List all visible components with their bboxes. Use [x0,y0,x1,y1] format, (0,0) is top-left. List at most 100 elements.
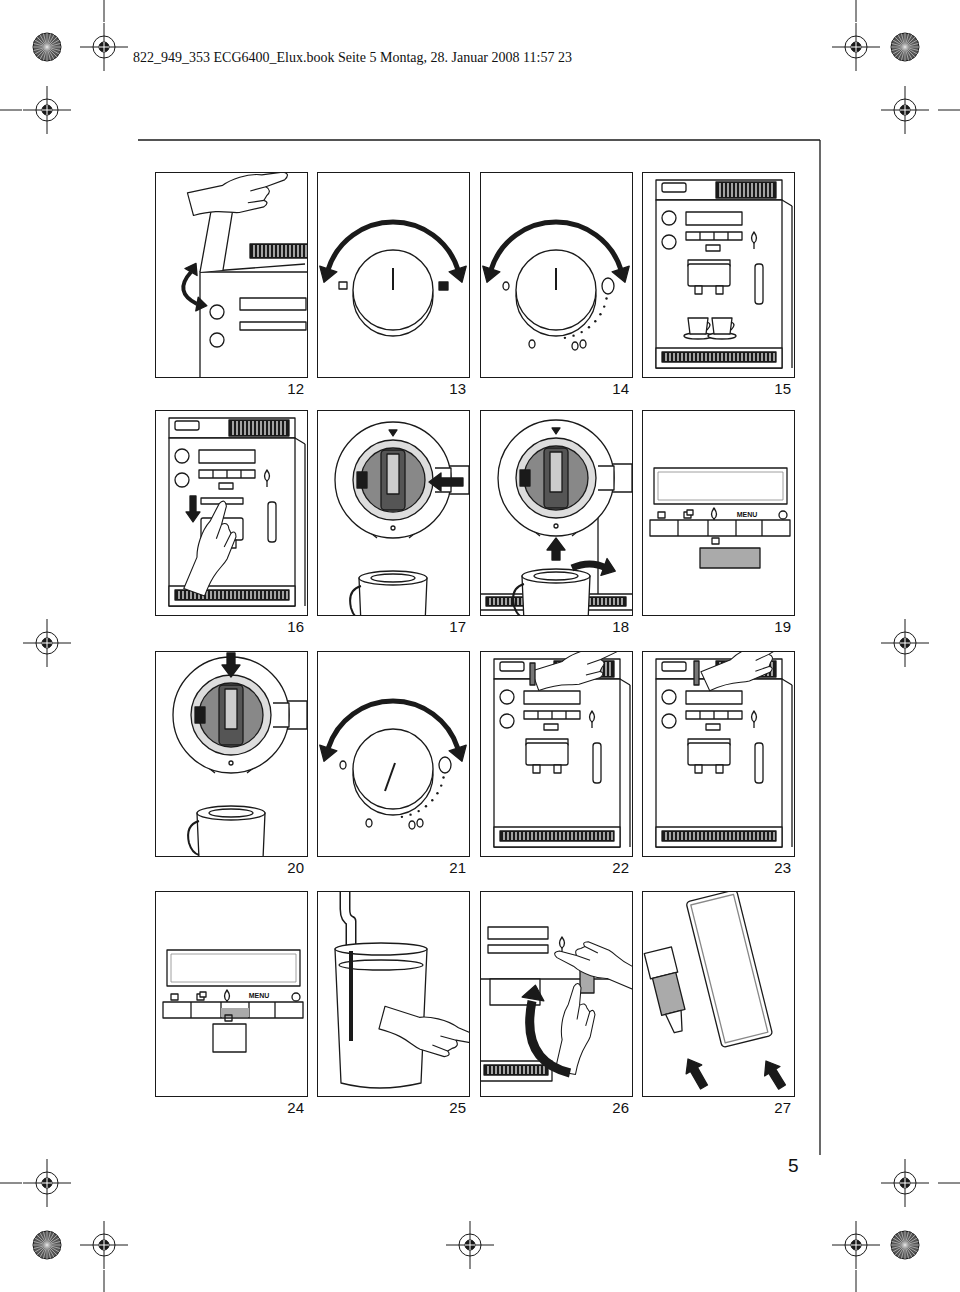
grille-slot [773,832,774,840]
grille-slot [218,591,219,599]
divider [713,232,714,240]
block-arrow [222,653,240,677]
grille-slot [669,832,670,840]
carafe-lid [197,806,265,820]
grille-slot [559,832,560,840]
machine-body [200,272,308,378]
grille-slot [739,183,740,197]
star-ray [898,1233,905,1245]
star-ray [33,1245,47,1249]
registration-mark [446,1221,494,1269]
cup-handle [707,322,710,330]
knob [500,714,514,728]
grille-slot [733,353,734,361]
hand [182,498,246,599]
panel-illustration [656,651,795,847]
grille-slot [489,598,490,605]
knob-indicator [392,268,394,290]
scale-dot [440,784,442,786]
grille-slot [261,245,262,257]
drip-tray [480,1061,552,1081]
button-callout [700,548,760,568]
grille-slot [242,591,243,599]
scale-dot [599,313,601,315]
carafe-handle [513,584,524,616]
block-arrow [547,538,565,560]
lid-dial [524,446,588,510]
figure-number: 23 [774,860,791,875]
grille-slot [253,245,254,257]
knob [175,449,189,463]
divider [677,520,678,536]
grille-slot [301,245,302,257]
grille-slot [543,832,544,840]
figure-number: 14 [612,381,629,396]
grille-slot [759,183,760,197]
star-disc [33,33,61,61]
grille-slot [713,832,714,840]
grille [229,420,289,436]
grille-slot [693,353,694,361]
grille-slot [497,598,498,605]
grille-slot [751,183,752,197]
finger-line [583,659,605,676]
grille [662,831,776,841]
grille-slot [763,183,764,197]
scale-dot [442,776,444,778]
crosshair-dot [42,638,52,648]
grille-slot [250,591,251,599]
grille-slot [264,421,265,435]
registration-star [891,1231,919,1259]
star-disc [33,1231,61,1259]
grille-slot [281,245,282,257]
crosshair-dot [900,1178,910,1188]
grille-slot [523,1066,524,1074]
finger-line [577,945,599,962]
hand-outline [531,651,626,699]
divider [537,711,538,719]
arrow-head [483,266,500,282]
grille-slot [705,832,706,840]
grille-slot [731,183,732,197]
grille-slot [503,832,504,840]
grille-slot [733,832,734,840]
grille-slot [719,183,720,197]
divider [190,1002,191,1018]
grille [250,244,308,258]
hopper-lid [500,662,524,671]
steam-symbol [752,711,757,722]
arrow-head [601,559,615,576]
grille-slot [757,353,758,361]
dial-mark [387,454,399,494]
crosshair-ring [93,36,115,58]
crosshair [905,1159,906,1207]
crosshair [470,1240,471,1250]
grille-slot [539,1066,540,1074]
info-icon [779,511,787,519]
arrow-head [612,266,629,282]
grille-slot [505,598,506,605]
steam-symbol [225,990,230,1001]
steam-stem [753,722,754,728]
steam-symbol [590,711,595,722]
crosshair [856,1221,857,1269]
trim-line [938,110,960,111]
grille [484,1065,548,1075]
grille-slot [575,832,576,840]
grille-slot [278,591,279,599]
grille-slot [603,832,604,840]
star-ray [40,1233,47,1245]
star-ray [47,1241,61,1245]
lid-rim [191,675,271,755]
grille-slot [693,832,694,840]
grille-slot [709,832,710,840]
crosshair [47,105,48,115]
crosshair-ring [36,99,58,121]
nozzle [695,286,702,294]
bean-icon [529,340,535,348]
grille-slot [190,591,191,599]
figure-number: 16 [287,619,304,634]
figure-number: 12 [287,381,304,396]
grille-slot [244,421,245,435]
divider [727,232,728,240]
